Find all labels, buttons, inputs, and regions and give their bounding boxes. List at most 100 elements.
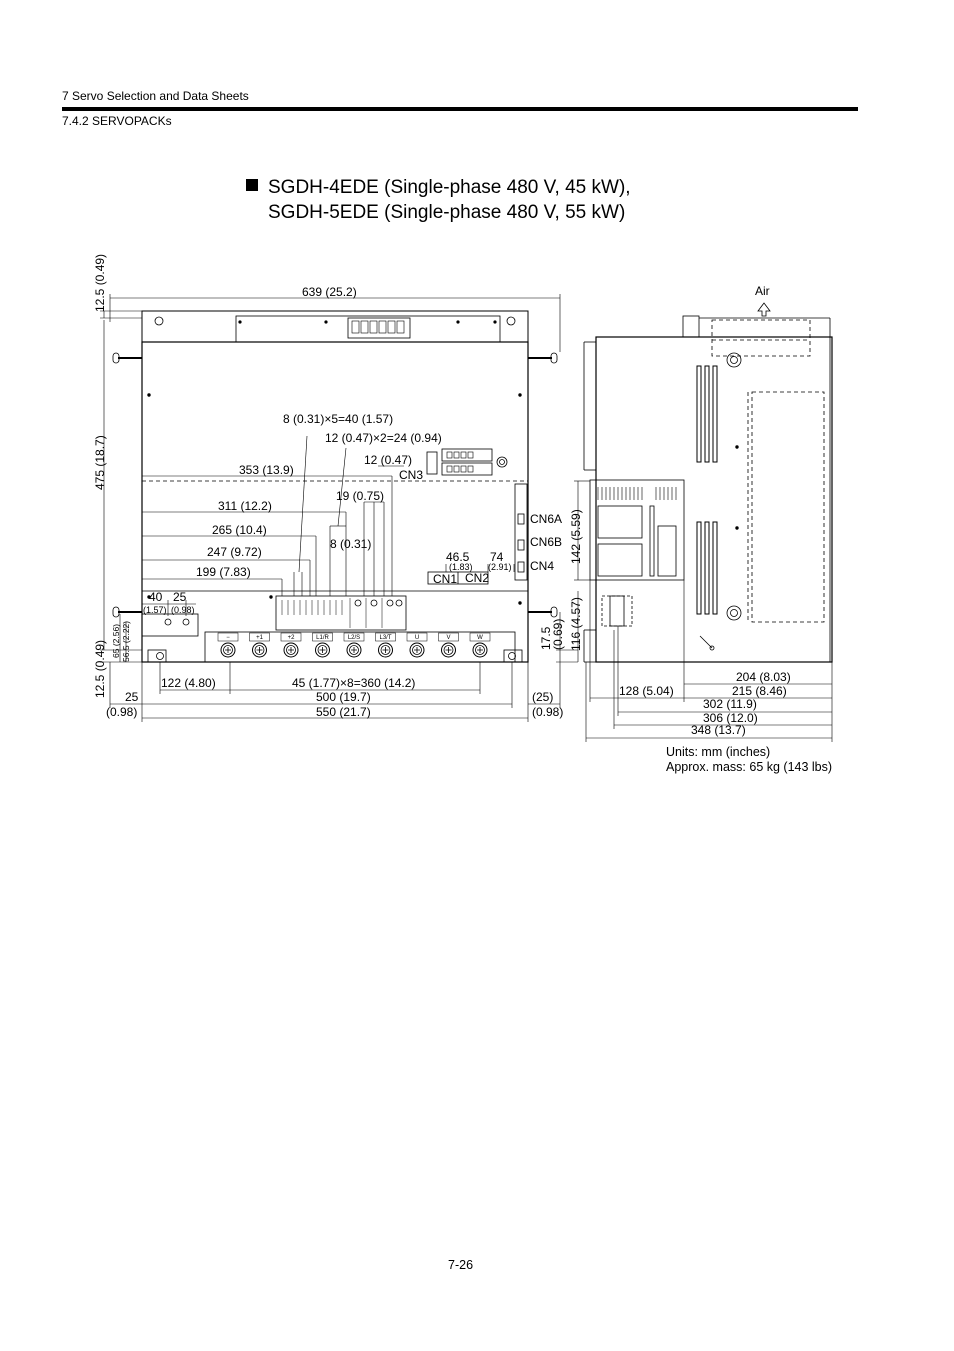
dim-74: 74 [490, 550, 504, 564]
terminal-screw-inner [380, 645, 391, 655]
terminal-screw-cross [351, 647, 357, 653]
terminal-screw-icon [441, 642, 456, 658]
dim-550: 550 (21.7) [316, 705, 371, 719]
dim-116: 116 (4.57) [569, 597, 583, 651]
terminal-label-box [438, 632, 459, 642]
terminal-screw-icon [472, 642, 488, 658]
bullet-square-icon [246, 179, 258, 191]
terminal-screw-cross [477, 647, 483, 653]
dim-40: 40 [149, 590, 163, 604]
terminal-label: − [226, 635, 230, 641]
terminal-screw-cross [319, 647, 326, 653]
dim-25r: (25) [532, 690, 553, 704]
side-view [583, 315, 833, 663]
dim-45x8: 45 (1.77)×8=360 (14.2) [292, 676, 415, 690]
terminal-screw-cross [445, 647, 452, 653]
dim-56-5: 56.5 (2.22) [121, 621, 131, 662]
cn6b-label: CN6B [530, 535, 562, 549]
dim-1-57: (1.57) [143, 605, 167, 615]
dim-475: 475 (18.7) [93, 435, 107, 490]
units-note: Units: mm (inches) [666, 745, 771, 759]
dim-142: 142 (5.59) [569, 509, 583, 564]
terminal-screw-cross [414, 647, 420, 653]
terminal-label: U [415, 635, 419, 641]
terminal-label: L3/T [379, 635, 391, 641]
cn6a-label: CN6A [530, 512, 562, 526]
terminal-label: +1 [256, 635, 264, 641]
dim-0-98-small: (0.98) [171, 605, 195, 615]
terminal-screw-cross [382, 647, 389, 653]
dim-8x5: 8 (0.31)×5=40 (1.57) [283, 412, 393, 426]
dim-12x2: 12 (0.47)×2=24 (0.94) [325, 431, 442, 445]
terminal-screw-icon [378, 642, 393, 658]
dim-306: 306 (12.0) [703, 711, 758, 725]
terminal-label: L2/S [348, 635, 360, 641]
terminal-screw-cross [256, 647, 263, 653]
terminal-label-box [343, 632, 365, 642]
dim-12-5-top: 12.5 (0.49) [93, 254, 107, 312]
terminal-label: W [477, 635, 483, 641]
terminal-screw-icon [346, 642, 362, 658]
figure-title: SGDH-4EDE (Single-phase 480 V, 45 kW), S… [246, 175, 631, 225]
dim-46-5: 46.5 [446, 550, 470, 564]
terminal-screw-cross [225, 647, 231, 653]
terminal-screw-icon [252, 642, 267, 658]
title-line-2: SGDH-5EDE (Single-phase 480 V, 55 kW) [268, 202, 626, 223]
dim-353: 353 (13.9) [239, 463, 294, 477]
terminal-screw-inner [475, 645, 485, 655]
dim-0-98: (0.98) [106, 705, 137, 719]
dim-12-5-bot: 12.5 (0.49) [93, 640, 107, 698]
dim-199: 199 (7.83) [196, 565, 251, 579]
terminal-screw-icon [283, 642, 299, 658]
dim-0-98r: (0.98) [532, 705, 563, 719]
dim-348: 348 (13.7) [691, 723, 746, 737]
dim-247: 247 (9.72) [207, 545, 262, 559]
terminal-label-box [469, 632, 491, 642]
terminal-label: V [446, 635, 450, 641]
page-number: 7-26 [448, 1258, 474, 1272]
terminal-screw-inner [412, 645, 422, 655]
dim-19: 19 (0.75) [336, 489, 384, 503]
terminal-screw-inner [317, 645, 328, 655]
header-rule [62, 107, 858, 111]
dim-204: 204 (8.03) [736, 670, 791, 684]
terminal-screw-cross [288, 647, 294, 653]
dim-0-69: (0.69) [551, 619, 565, 650]
air-label: Air [755, 284, 770, 298]
dim-128: 128 (5.04) [619, 684, 674, 698]
dim-12-047: 12 (0.47) [364, 453, 412, 467]
dim-215: 215 (8.46) [732, 684, 787, 698]
cn3-label: CN3 [399, 468, 423, 482]
dim-500: 500 (19.7) [316, 690, 371, 704]
terminal-label-box [249, 632, 270, 642]
dim-1-83: (1.83) [449, 562, 473, 572]
terminal-label-box [312, 632, 333, 642]
terminal-label-box [217, 632, 239, 642]
cn2-label: CN2 [465, 571, 489, 585]
cn4-label: CN4 [530, 559, 554, 573]
terminal-label: +2 [288, 635, 296, 641]
dim-311: 311 (12.2) [218, 499, 272, 513]
terminal-screw-inner [286, 645, 296, 655]
title-line-1: SGDH-4EDE (Single-phase 480 V, 45 kW), [268, 177, 631, 198]
mass-note: Approx. mass: 65 kg (143 lbs) [666, 760, 833, 774]
terminal-screw-icon [220, 642, 236, 658]
terminal-screw-inner [443, 645, 454, 655]
chapter-header: 7 Servo Selection and Data Sheets [62, 89, 249, 103]
dim-122: 122 (4.80) [161, 676, 216, 690]
section-header: 7.4.2 SERVOPACKs [62, 114, 172, 128]
dimension-lines [100, 294, 833, 742]
dim-17-5: 17.5 [539, 626, 553, 650]
dim-8-031: 8 (0.31) [330, 537, 371, 551]
dim-25: 25 [125, 690, 139, 704]
front-view [112, 310, 558, 663]
dim-65: 65 (2.56) [111, 624, 121, 658]
dim-639: 639 (25.2) [302, 285, 357, 299]
cn1-label: CN1 [433, 572, 457, 586]
terminal-label-box [280, 632, 302, 642]
terminal-label-box [375, 632, 396, 642]
terminal-screw-inner [349, 645, 359, 655]
dim-265: 265 (10.4) [212, 523, 267, 537]
